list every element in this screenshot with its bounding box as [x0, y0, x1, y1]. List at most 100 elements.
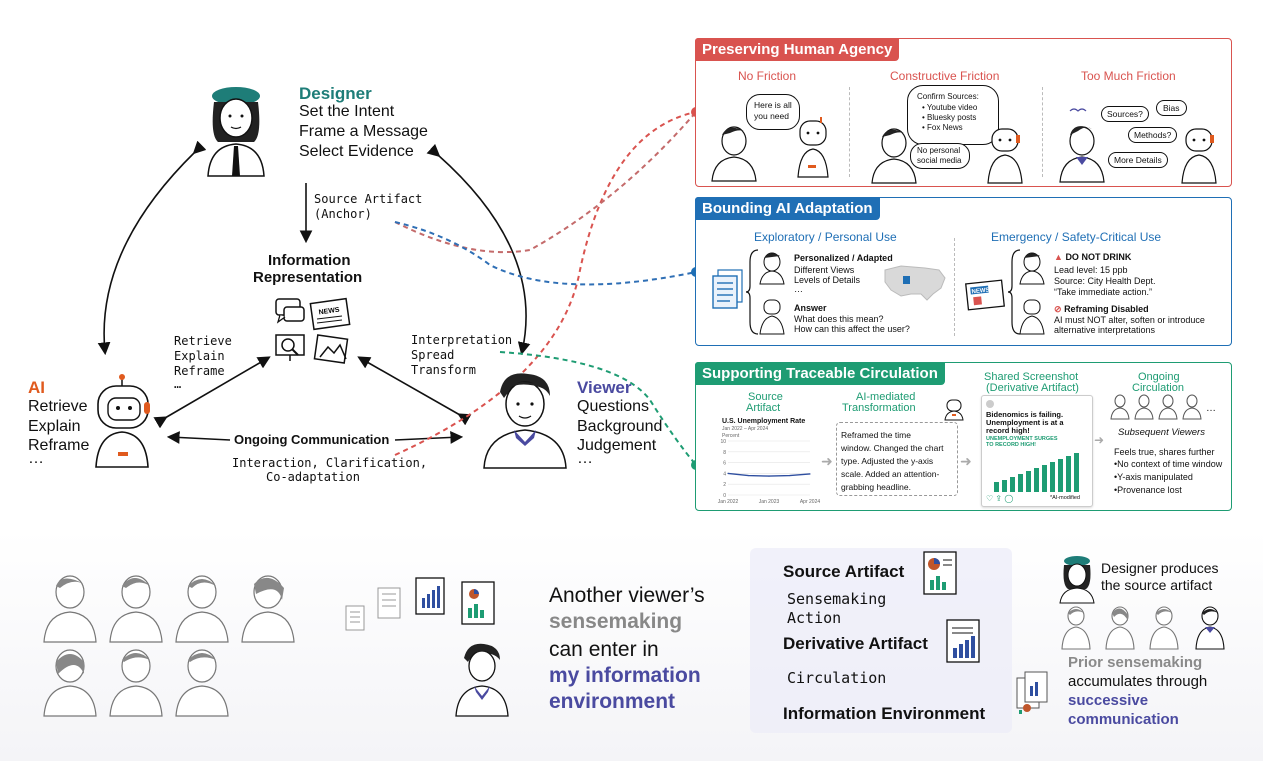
- panel-preserving-agency: Preserving Human Agency No Friction Cons…: [695, 38, 1232, 187]
- arrow-right-icon: ➜: [821, 453, 833, 469]
- personalized-line-3: …: [794, 284, 803, 294]
- dashed-green: [499, 351, 697, 466]
- bubble-sources: Sources?: [1101, 106, 1149, 122]
- ai-robot-icon: [95, 374, 150, 468]
- designer-line-1: Set the Intent: [299, 103, 395, 120]
- doc-stack-icon: [1016, 671, 1048, 714]
- another-line-2: sensemaking: [549, 610, 683, 633]
- transformation-box: Reframed the time window. Changed the ch…: [836, 422, 958, 496]
- drink-line-3: “Take immediate action.”: [1054, 287, 1153, 297]
- no-friction-people-icon: [711, 117, 829, 182]
- y-tick-label: 4: [723, 471, 726, 477]
- panel2-title: Bounding AI Adaptation: [695, 197, 880, 220]
- another-line-4: my information: [549, 664, 701, 687]
- source-artifact-doc-icon: [923, 551, 957, 595]
- bar-chart-icon: [994, 453, 1079, 492]
- arrow-viewer-info: [357, 356, 472, 426]
- svg-text:NEWS: NEWS: [971, 288, 990, 296]
- bullet-3: •Provenance lost: [1114, 485, 1182, 495]
- panel-bounding-adaptation: Bounding AI Adaptation Exploratory / Per…: [695, 197, 1232, 346]
- drink-line-2: Source: City Health Dept.: [1054, 276, 1156, 286]
- right-action-3: Transform: [411, 363, 477, 377]
- viewer-crowd-icon: [43, 575, 295, 717]
- col-no-friction: No Friction: [738, 69, 797, 83]
- warning-icon: ▲: [1054, 252, 1063, 262]
- bullet-1: •No context of time window: [1114, 459, 1223, 469]
- newspaper-icon: NEWS: [965, 279, 1005, 311]
- exploratory-heading: Exploratory / Personal Use: [754, 230, 897, 244]
- another-line-1: Another viewer’s: [549, 584, 705, 607]
- source-head-1: Source: [748, 391, 783, 403]
- designer-line-2: Frame a Message: [299, 123, 428, 140]
- source-artifact-label: Source Artifact: [314, 192, 423, 206]
- ai-line-4: …: [28, 450, 44, 467]
- left-action-4: …: [174, 377, 182, 391]
- designer-person-icon: [207, 87, 265, 177]
- brace-icon: [745, 249, 759, 335]
- subsequent-viewers: Subsequent Viewers: [1118, 427, 1205, 438]
- shared-head-1: Shared Screenshot: [984, 371, 1079, 383]
- viewer-person-icon: [455, 643, 509, 717]
- arrow-designer-viewer: [426, 143, 531, 356]
- confused-person-icon: [1059, 108, 1105, 183]
- designer-name: Designer: [299, 84, 372, 103]
- image-icon: [313, 334, 349, 364]
- left-action-3: Reframe: [174, 364, 225, 378]
- bubble-more-details: More Details: [1108, 152, 1168, 168]
- bubble-bias: Bias: [1156, 100, 1187, 116]
- successive-viewers-icon: [1061, 606, 1225, 650]
- designer-line-3: Select Evidence: [299, 143, 414, 160]
- data-point: [788, 474, 791, 477]
- svg-text:NEWS: NEWS: [318, 307, 340, 317]
- designer-person-icon: [1059, 556, 1095, 604]
- prior-line-4: communication: [1068, 711, 1179, 728]
- prior-line-2: accumulates through: [1068, 673, 1208, 690]
- us-map-icon: [884, 265, 946, 301]
- divider: [954, 238, 955, 336]
- reframing-line-1: AI must NOT alter, soften or introduce: [1054, 315, 1205, 325]
- viewer-line-2: Background: [577, 418, 663, 435]
- feels-true: Feels true, shares further: [1114, 447, 1215, 457]
- arrow-ongoing-left: [166, 431, 231, 444]
- chart-title: U.S. Unemployment Rate: [722, 418, 806, 425]
- shared-screenshot-card: Bidenomics is failing. Unemployment is a…: [981, 395, 1093, 507]
- designer-note-1: Designer produces: [1101, 560, 1219, 576]
- ai-line-1: Retrieve: [28, 398, 88, 415]
- prior-line-3: successive: [1068, 692, 1149, 709]
- dashed-blue: [394, 221, 697, 286]
- y-tick-label: 10: [720, 439, 726, 445]
- divider: [1042, 87, 1043, 177]
- ai-line-3: Reframe: [28, 437, 90, 454]
- arrow-ai-info: [153, 356, 271, 429]
- arrow-right-icon: ➜: [960, 453, 972, 469]
- arrow-designer-ai: [97, 140, 207, 356]
- x-tick-label: Apr 2024: [800, 499, 821, 505]
- y-tick-label: 8: [723, 450, 726, 456]
- source-artifact-anchor: (Anchor): [314, 207, 372, 221]
- answer-line-2: How can this affect the user?: [794, 324, 910, 334]
- confirm-sources-bubble: Confirm Sources: • Youtube video • Blues…: [907, 85, 999, 145]
- ongoing-head-1: Ongoing: [1138, 371, 1180, 383]
- data-point: [768, 475, 770, 477]
- info-rep-title-2: Representation: [253, 269, 363, 286]
- info-rep-icons: NEWS: [275, 297, 351, 364]
- flow-derivative: Derivative Artifact: [783, 634, 928, 653]
- robot-icon: [1181, 128, 1217, 184]
- panel-traceable-circulation: Supporting Traceable Circulation Source …: [695, 362, 1232, 511]
- speech-bubble: Here is all you need: [746, 94, 800, 130]
- x-tick-label: Jan 2022: [718, 499, 739, 505]
- personalized-label: Personalized / Adapted: [794, 253, 893, 263]
- constructive-people-icon: [871, 128, 1023, 184]
- source-head-2: Artifact: [746, 402, 781, 414]
- robot-icon: [944, 399, 964, 421]
- answer-line-1: What does this mean?: [794, 314, 884, 324]
- drink-line-1: Lead level: 15 ppb: [1054, 265, 1128, 275]
- ai-name: AI: [28, 378, 45, 397]
- right-action-2: Spread: [411, 348, 455, 362]
- document-stack-icons: [345, 577, 495, 631]
- answer-label: Answer: [794, 303, 827, 313]
- flow-source: Source Artifact: [783, 562, 905, 581]
- personalized-line-1: Different Views: [794, 265, 855, 275]
- chat-icon: [275, 298, 305, 324]
